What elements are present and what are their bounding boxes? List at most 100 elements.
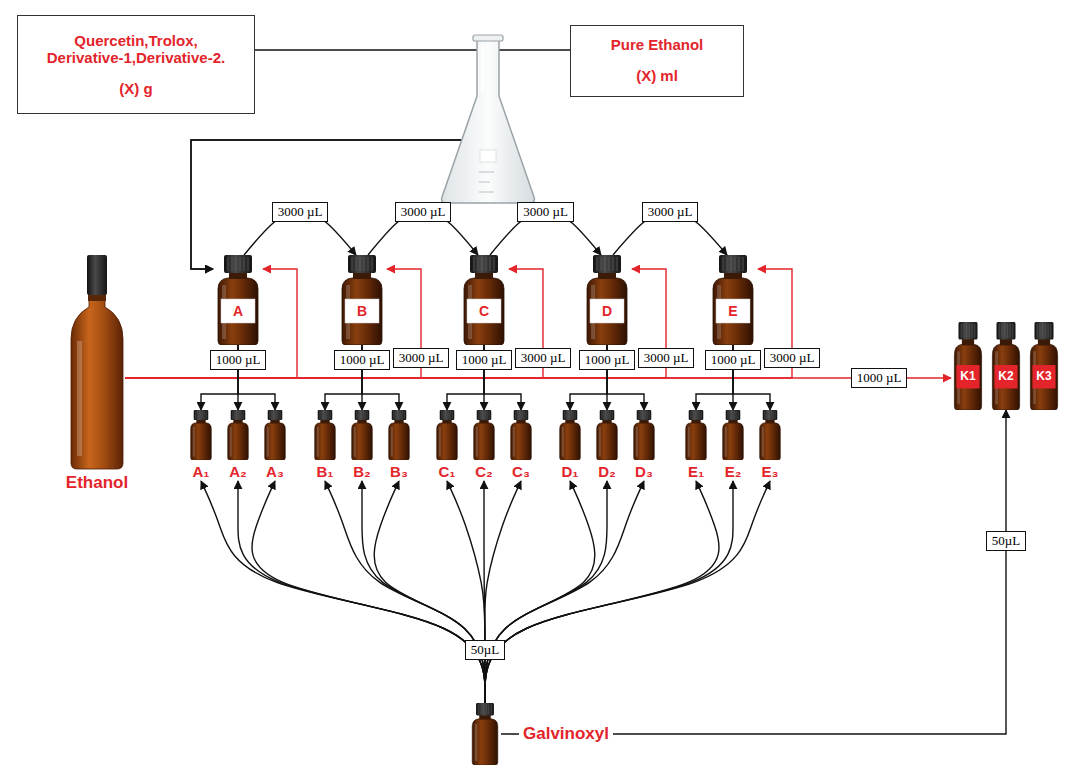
cap-ridge [731, 257, 732, 271]
volume-label: 3000 µL [515, 348, 572, 368]
cap-ridge [276, 411, 277, 419]
cap-ridge [368, 257, 369, 271]
cap-ridge [645, 411, 646, 419]
bottle-letter: C [459, 299, 509, 323]
cap-ridge [766, 411, 767, 419]
bottle-neck [602, 419, 611, 423]
bottle-neck [479, 419, 488, 423]
graduation [479, 192, 494, 193]
volume-label: 50µL [465, 640, 505, 660]
ethanol-transfer-arrow [125, 269, 792, 378]
bottle-neck [1000, 339, 1012, 346]
cap-ridge [699, 411, 700, 419]
volume-label: 1000 µL [210, 350, 267, 370]
bottle-cap [726, 410, 741, 420]
vial-label: D₁ [557, 463, 583, 481]
vial-label: E₃ [757, 463, 783, 481]
cap-ridge [494, 257, 495, 271]
cap-ridge [271, 411, 272, 419]
cap-ridge [743, 257, 744, 271]
vial-label: A₂ [225, 463, 251, 481]
bottle-cap [440, 410, 455, 420]
bottle-neck [233, 419, 242, 423]
cap-ridge [450, 411, 451, 419]
bottle-glass [389, 423, 410, 460]
bottle-highlight [439, 427, 441, 457]
bottle-glass [472, 719, 498, 765]
control-vial: K2 [989, 322, 1023, 410]
cap-ridge [482, 411, 483, 419]
bottle-glass [597, 423, 618, 460]
cap-ridge [364, 257, 365, 271]
bottle-cap [637, 410, 652, 420]
cap-ridge [199, 411, 200, 419]
control-vial: K1 [951, 322, 985, 410]
transfer-arrow [325, 481, 485, 703]
cap-ridge [241, 411, 242, 419]
stock-bottle-shape [708, 255, 758, 345]
bottle-cap [348, 255, 376, 273]
bottle-letter: A [213, 299, 263, 323]
galvinoxyl-bottle: Galvinoxyl [469, 703, 501, 765]
volume-label: 1000 µL [456, 350, 513, 370]
cap-ridge [1039, 324, 1040, 338]
volume-label: 3000 µL [638, 348, 695, 368]
cap-ridge [1048, 324, 1049, 338]
bottle-neck [394, 419, 403, 423]
cap-ridge [734, 411, 735, 419]
cap-ridge [232, 257, 233, 271]
cap-ridge [487, 411, 488, 419]
ethanol-bottle-shape [69, 255, 125, 470]
bottle-letter: K2 [989, 365, 1023, 388]
cap-ridge [330, 411, 331, 419]
vial-label: B₂ [349, 463, 375, 481]
cap-ridge [248, 257, 249, 271]
cap-ridge [694, 411, 695, 419]
volume-label: 3000 µL [764, 348, 821, 368]
sample-vial-shape [683, 410, 709, 460]
cap-ridge [278, 411, 279, 419]
volume-label: 50µL [986, 531, 1026, 551]
cap-ridge [768, 411, 769, 419]
sample-vial: A₁ [188, 410, 214, 481]
bottle-neck [962, 339, 974, 346]
cap-ridge [483, 704, 484, 714]
transfer-arrow [238, 481, 485, 703]
cap-ridge [963, 324, 964, 338]
vial-label: C₁ [434, 463, 460, 481]
stock-bottle: B [337, 255, 387, 345]
stock-bottle: E [708, 255, 758, 345]
cap-ridge [372, 257, 373, 271]
reagent-name: Ethanol [66, 473, 128, 493]
cap-ridge [273, 411, 274, 419]
bottle-neck [475, 272, 493, 279]
bottle-neck [353, 272, 371, 279]
cap-ridge [486, 704, 487, 714]
bottle-neck [229, 272, 247, 279]
bottle-neck [442, 419, 451, 423]
cap-ridge [1007, 324, 1008, 338]
sample-vial: B₂ [349, 410, 375, 481]
bottle-cap [593, 255, 621, 273]
sample-vial-shape [434, 410, 460, 460]
transfer-arrow [485, 481, 644, 703]
stock-bottle-shape [337, 255, 387, 345]
bottle-cap [996, 322, 1015, 340]
cap-ridge [228, 257, 229, 271]
sample-vial-shape [471, 410, 497, 460]
bottle-cap [392, 410, 407, 420]
cap-ridge [481, 704, 482, 714]
cap-ridge [519, 411, 520, 419]
transfer-arrow [362, 481, 485, 703]
transfer-arrow [447, 481, 485, 703]
bottle-cap [268, 410, 283, 420]
bottle-cap [87, 255, 107, 295]
cap-ridge [771, 411, 772, 419]
graduation [479, 172, 494, 173]
cap-ridge [526, 411, 527, 419]
cap-ridge [727, 411, 728, 419]
sample-vial: C₃ [508, 410, 534, 481]
sample-vial: E₃ [757, 410, 783, 481]
bottle-cap [1034, 322, 1053, 340]
